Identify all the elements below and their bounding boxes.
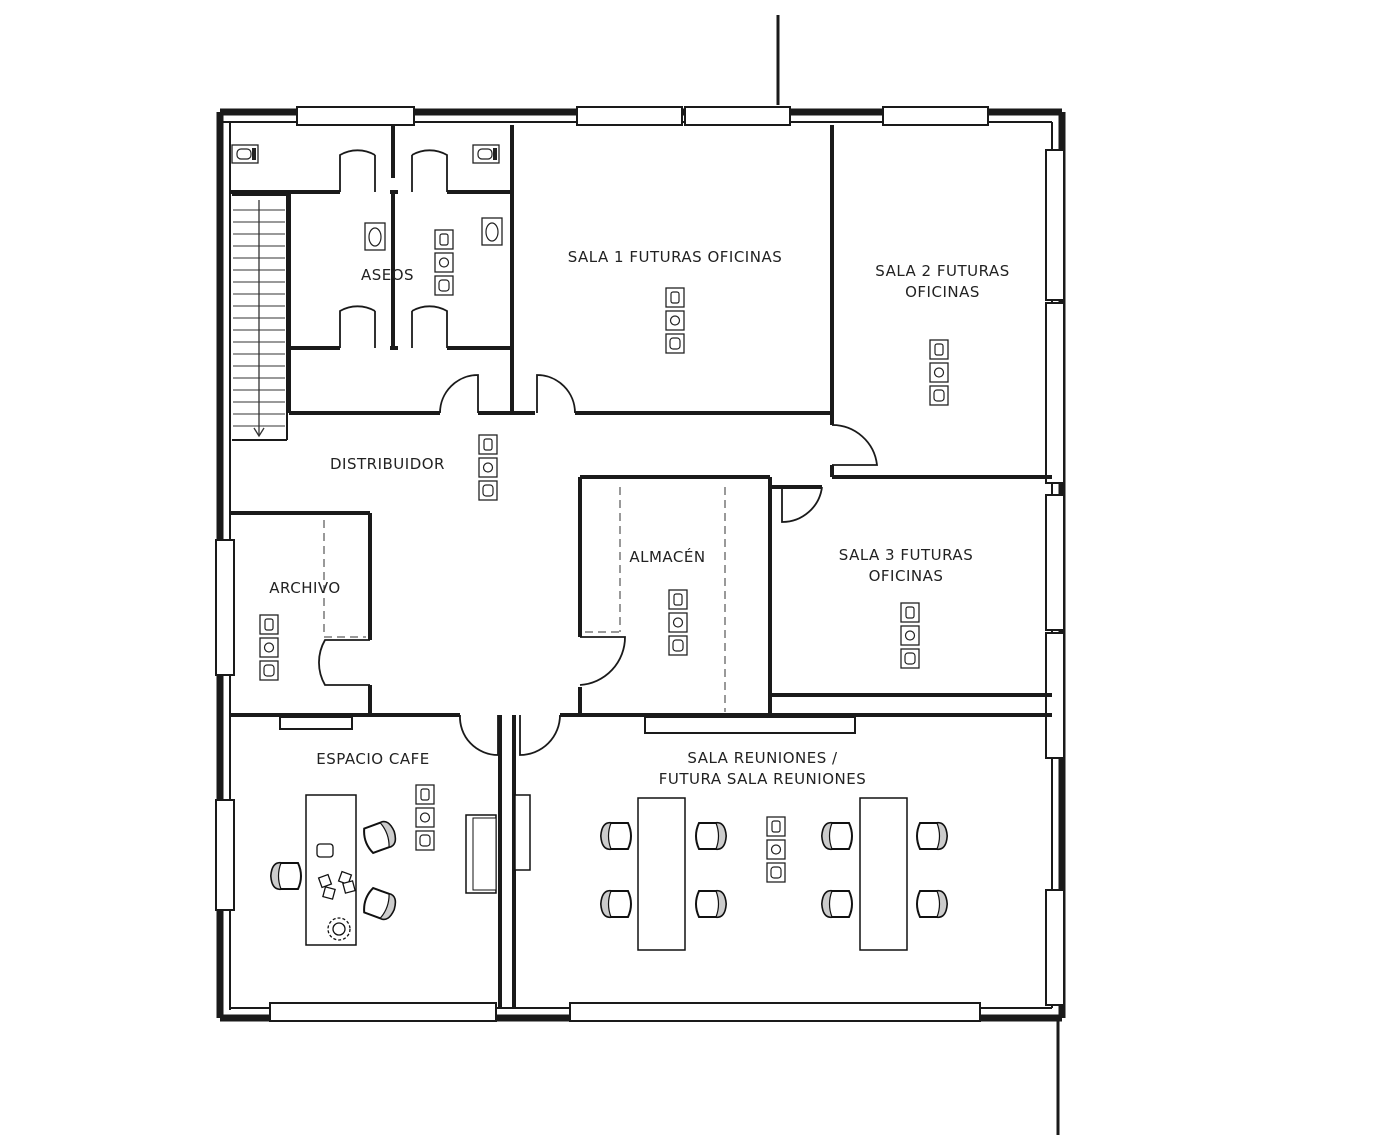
walls [215, 15, 1066, 1135]
doors [318, 149, 879, 756]
chairs [270, 818, 948, 923]
room-label-espacio-cafe: ESPACIO CAFE [316, 750, 430, 768]
stairs [233, 200, 285, 438]
room-label-aseos: ASEOS [360, 266, 415, 284]
room-label-archivo: ARCHIVO [269, 579, 341, 597]
dashed-lines [323, 487, 726, 712]
room-label-almacen: ALMACÉN [629, 548, 706, 566]
room-label-sala-reuniones: SALA REUNIONES /FUTURA SALA REUNIONES [658, 749, 867, 788]
room-label-distribuidor: DISTRIBUIDOR [330, 455, 445, 473]
room-label-sala1: SALA 1 FUTURAS OFICINAS [567, 248, 783, 266]
furniture [305, 794, 908, 951]
